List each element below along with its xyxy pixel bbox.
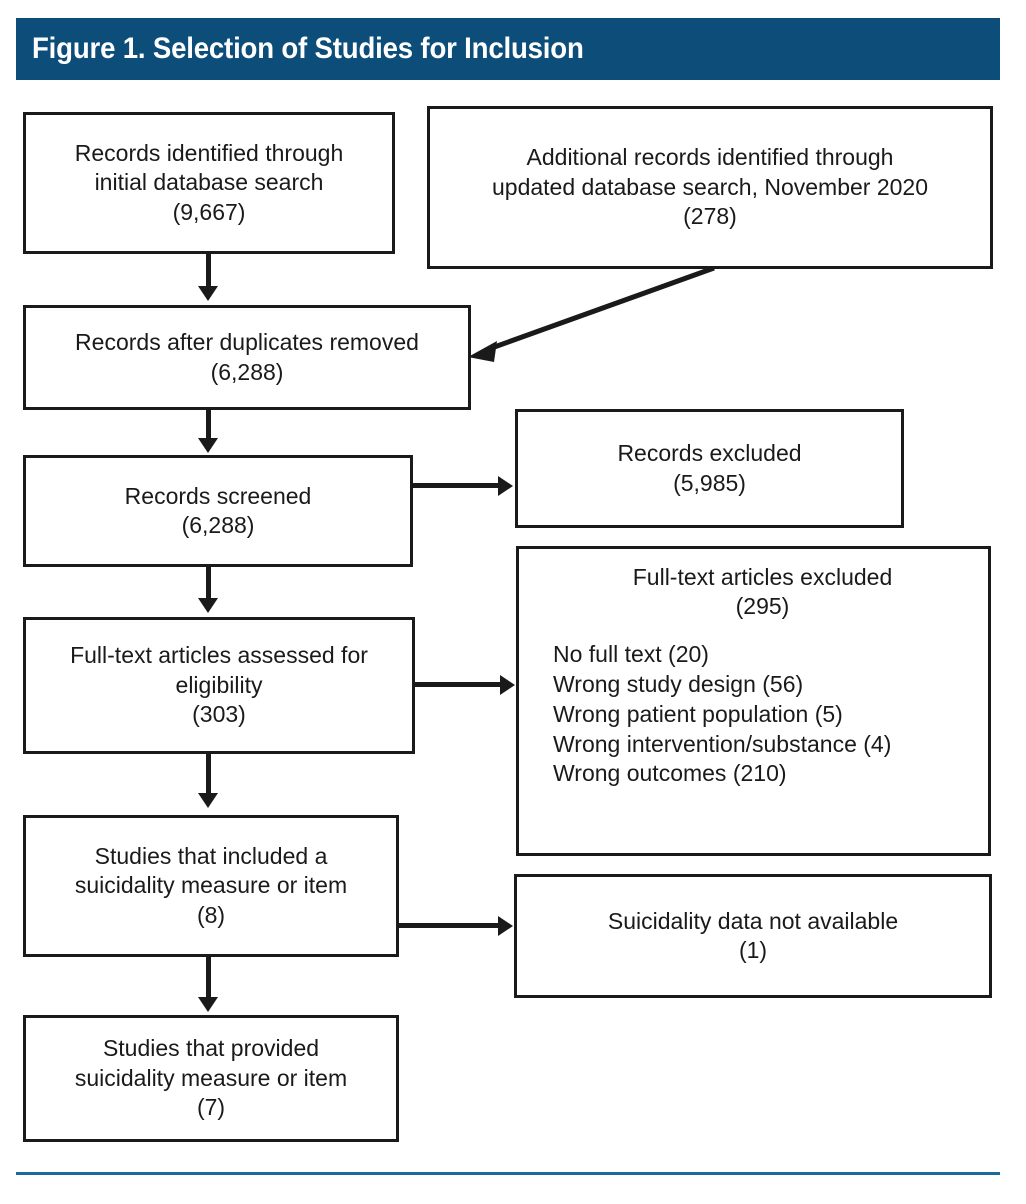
node-fulltext-assessed[interactable]: Full-text articles assessed for eligibil…	[23, 617, 415, 754]
node-count: (8)	[196, 901, 226, 928]
exclusion-reason-item: Wrong outcomes (210)	[553, 760, 787, 787]
connector-initial-to-duplicates	[206, 252, 211, 290]
node-count: (303)	[192, 701, 246, 728]
arrowhead-included-to-unavailable	[498, 916, 513, 936]
node-records-after-duplicates[interactable]: Records after duplicates removed (6,288)	[23, 305, 471, 410]
node-heading-block: Full-text articles excluded (295)	[553, 563, 972, 622]
connector-screened-to-fulltext	[206, 566, 211, 602]
node-line-2: eligibility	[175, 671, 263, 698]
connector-fulltext-to-studies-included	[206, 753, 211, 797]
connector-duplicates-to-screened	[206, 408, 211, 442]
arrowhead-duplicates-to-screened	[198, 438, 218, 453]
page-title: Figure 1. Selection of Studies for Inclu…	[32, 32, 584, 65]
arrowhead-initial-to-duplicates	[198, 286, 218, 301]
arrowhead-fulltext-to-excluded	[500, 675, 515, 695]
connector-included-to-unavailable	[398, 923, 502, 928]
node-line-1: Additional records identified through	[526, 144, 894, 171]
node-count: (9,667)	[172, 198, 246, 225]
arrowhead-screened-to-excluded	[498, 476, 513, 496]
node-line-2: suicidality measure or item	[74, 872, 348, 899]
node-records-excluded[interactable]: Records excluded (5,985)	[515, 409, 904, 528]
node-count: (295)	[735, 593, 790, 620]
node-records-screened[interactable]: Records screened (6,288)	[23, 455, 413, 567]
node-line-1: Studies that provided	[102, 1035, 320, 1062]
node-line-1: Records identified through	[74, 139, 344, 166]
exclusion-reason-item: Wrong study design (56)	[553, 670, 804, 697]
node-suicidality-data-unavailable[interactable]: Suicidality data not available (1)	[514, 874, 992, 998]
arrowhead-included-to-provided	[198, 997, 218, 1012]
node-line-1: Suicidality data not available	[607, 907, 899, 934]
connector-fulltext-to-excluded	[414, 682, 504, 687]
arrowhead-fulltext-to-studies-included	[198, 793, 218, 808]
node-line-1: Studies that included a	[94, 842, 328, 869]
figure-footer-rule	[16, 1172, 1000, 1175]
node-line-1: Records after duplicates removed	[75, 329, 419, 356]
node-records-identified-initial[interactable]: Records identified through initial datab…	[23, 112, 395, 254]
connector-included-to-provided	[206, 957, 211, 1001]
node-line-2: updated database search, November 2020	[491, 173, 929, 200]
node-count: (6,288)	[181, 512, 255, 538]
node-count: (278)	[683, 203, 737, 230]
node-count: (7)	[196, 1094, 226, 1121]
node-line-1: Full-text articles assessed for	[70, 642, 368, 669]
figure-header-bar: Figure 1. Selection of Studies for Inclu…	[16, 18, 1000, 80]
exclusion-reason-item: No full text (20)	[553, 640, 709, 667]
arrowhead-screened-to-fulltext	[198, 598, 218, 613]
node-count: (5,985)	[673, 469, 746, 496]
node-count: (6,288)	[210, 358, 284, 385]
node-line-1: Full-text articles excluded	[632, 564, 893, 590]
node-count: (1)	[738, 937, 768, 963]
node-studies-included[interactable]: Studies that included a suicidality meas…	[23, 815, 399, 957]
exclusion-reason-item: Wrong intervention/substance (4)	[553, 730, 892, 757]
node-line-1: Records excluded	[617, 440, 802, 467]
node-line-2: initial database search	[94, 169, 324, 196]
node-fulltext-excluded[interactable]: Full-text articles excluded (295) No ful…	[516, 546, 991, 856]
connector-screened-to-excluded	[410, 483, 502, 488]
node-records-identified-updated[interactable]: Additional records identified through up…	[427, 106, 993, 269]
node-line-1: Records screened	[124, 482, 312, 509]
exclusion-reason-item: Wrong patient population (5)	[553, 700, 843, 727]
node-line-2: suicidality measure or item	[74, 1064, 348, 1091]
node-studies-provided[interactable]: Studies that provided suicidality measur…	[23, 1015, 399, 1142]
